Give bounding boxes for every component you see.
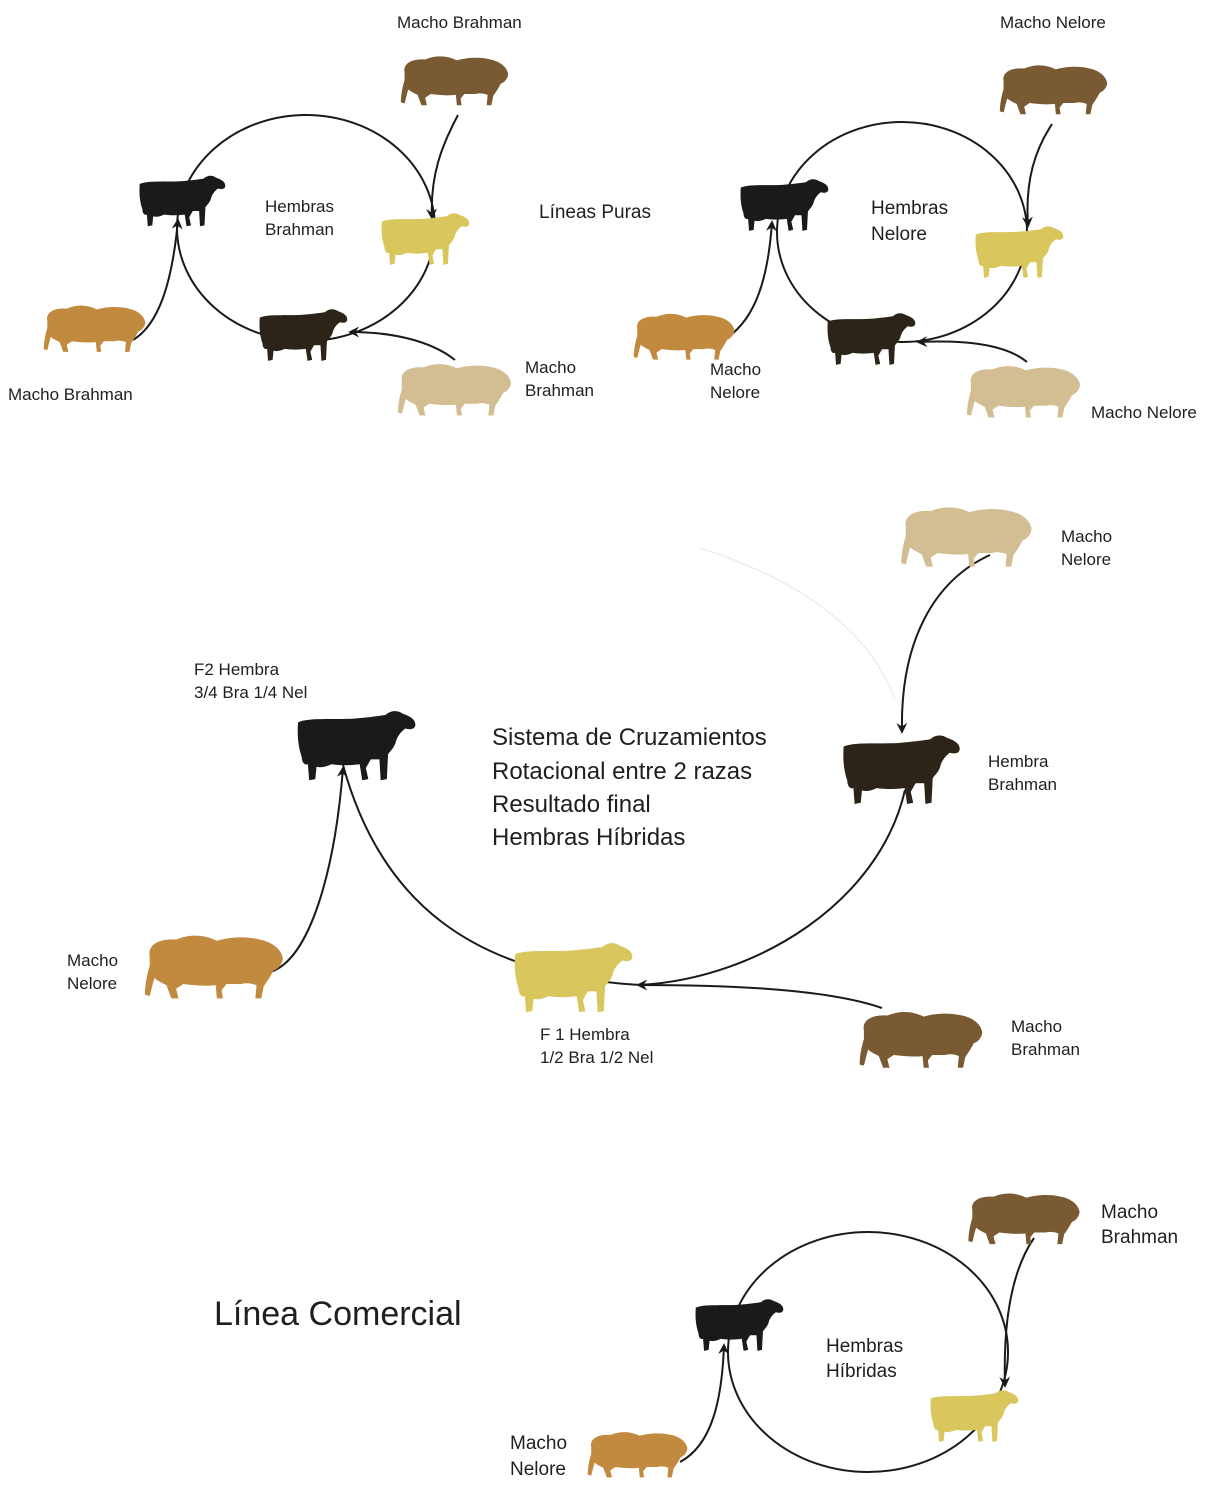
male-label: Macho: [67, 951, 118, 970]
bull-icon: [398, 364, 511, 415]
system-title: Resultado final: [492, 791, 651, 818]
flow-arrow: [350, 332, 455, 360]
bull-icon: [44, 306, 146, 352]
bull-icon: [967, 366, 1080, 417]
commercial-title: Línea Comercial: [214, 1295, 462, 1333]
bull-icon: [860, 1012, 983, 1068]
flow-arrow: [270, 768, 343, 972]
flow-arrow: [728, 222, 772, 337]
bull-icon: [968, 1194, 1079, 1245]
flow-arrow: [432, 115, 458, 218]
female-label: Brahman: [988, 775, 1057, 794]
male-label: Macho: [1011, 1017, 1062, 1036]
male-label: Brahman: [1101, 1227, 1178, 1248]
center-label: Nelore: [871, 224, 927, 245]
cow-icon: [260, 309, 348, 361]
pure-lines-title: Líneas Puras: [539, 202, 651, 223]
flow-arrow: [638, 985, 882, 1008]
flow-arrow: [1027, 124, 1052, 226]
male-label: Brahman: [1011, 1040, 1080, 1059]
flow-arrow: [918, 342, 1027, 362]
male-label: Macho Brahman: [397, 13, 522, 32]
male-label: Macho: [1101, 1202, 1158, 1223]
male-label: Nelore: [1061, 550, 1111, 569]
flow-arrow: [680, 1345, 724, 1462]
f1-label: 1/2 Bra 1/2 Nel: [540, 1048, 653, 1067]
f1-label: F 1 Hembra: [540, 1025, 630, 1044]
male-label: Nelore: [67, 974, 117, 993]
cow-icon: [828, 313, 916, 365]
male-label: Macho: [710, 360, 761, 379]
commercial-line-cycle: Macho Brahman Hembras Híbridas Macho Nel…: [510, 1194, 1178, 1480]
bull-icon: [145, 936, 283, 999]
f2-label: F2 Hembra: [194, 660, 280, 679]
center-label: Brahman: [265, 220, 334, 239]
male-label: Macho: [525, 358, 576, 377]
female-label: Hembra: [988, 752, 1049, 771]
cow-icon: [931, 1390, 1019, 1442]
f2-label: 3/4 Bra 1/4 Nel: [194, 683, 307, 702]
cow-icon: [298, 711, 416, 780]
cow-icon: [843, 735, 959, 803]
male-label: Brahman: [525, 381, 594, 400]
center-label: Hembras: [871, 198, 948, 219]
bull-icon: [634, 314, 735, 360]
bull-icon: [901, 507, 1031, 566]
cow-icon: [696, 1299, 784, 1351]
cow-icon: [741, 179, 829, 231]
flow-arrow: [1005, 1238, 1034, 1386]
cycle-arc: [640, 790, 905, 985]
center-label: Hembras: [826, 1336, 903, 1357]
rotational-cross-cycle: Macho Nelore F2 Hembra 3/4 Bra 1/4 Nel S…: [67, 507, 1112, 1067]
cow-icon: [139, 176, 225, 227]
pure-line-brahman-cycle: Macho Brahman Hembras Brahman Macho Brah…: [8, 13, 594, 416]
male-label: Macho Brahman: [8, 385, 133, 404]
system-title: Rotacional entre 2 razas: [492, 758, 752, 785]
bull-icon: [401, 56, 508, 105]
center-label: Híbridas: [826, 1361, 897, 1382]
cow-icon: [382, 213, 470, 265]
pure-line-nelore-cycle: Macho Nelore Hembras Nelore Macho Nelore…: [634, 13, 1197, 422]
bull-icon: [588, 1432, 688, 1477]
male-label: Macho: [510, 1433, 567, 1454]
cow-icon: [515, 943, 633, 1012]
system-title: Hembras Híbridas: [492, 824, 685, 851]
male-label: Macho: [1061, 527, 1112, 546]
bull-icon: [1000, 65, 1107, 114]
male-label: Macho Nelore: [1000, 13, 1106, 32]
male-label: Macho Nelore: [1091, 403, 1197, 422]
male-label: Nelore: [710, 383, 760, 402]
male-label: Nelore: [510, 1459, 566, 1480]
flow-arrow: [902, 555, 990, 732]
center-label: Hembras: [265, 197, 334, 216]
faint-arc: [700, 548, 895, 700]
system-title: Sistema de Cruzamientos: [492, 724, 767, 751]
